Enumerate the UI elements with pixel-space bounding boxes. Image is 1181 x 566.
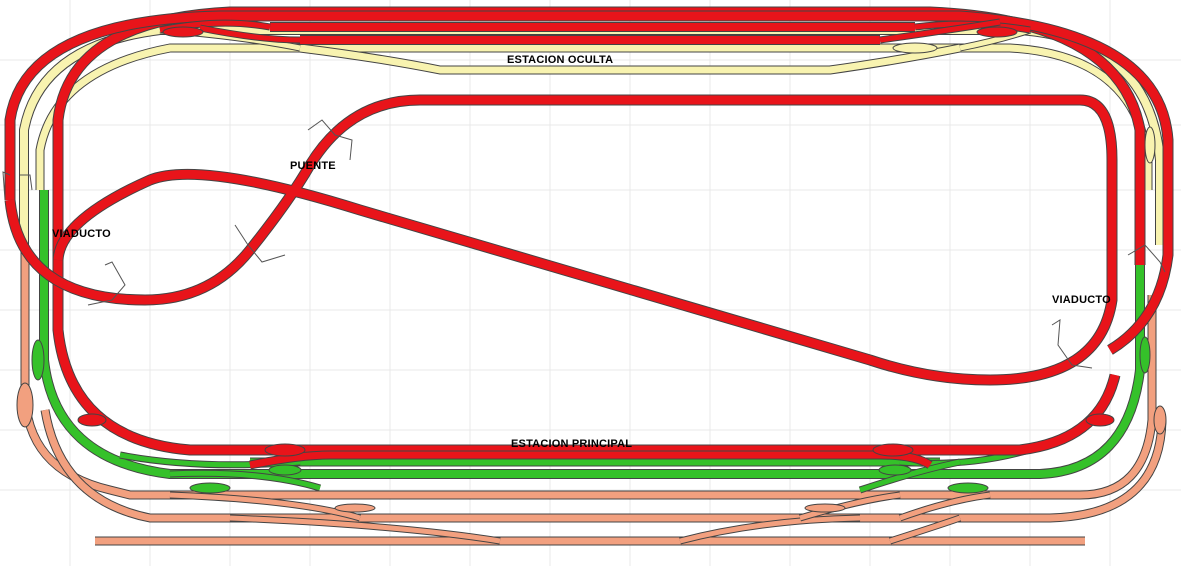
- red-main-station-tracks: [52, 260, 1121, 470]
- middle-level-tracks: [31, 190, 1151, 494]
- red-inner-loop: [4, 10, 1174, 355]
- upper-level-tracks: [4, 6, 1174, 470]
- green-station-track: [31, 336, 1151, 494]
- label-main-station: ESTACION PRINCIPAL: [511, 438, 632, 450]
- label-hidden-station: ESTACION OCULTA: [507, 54, 613, 66]
- label-viaduct-left: VIADUCTO: [52, 228, 111, 240]
- green-loop-track: [39, 190, 1145, 479]
- salmon-turnouts: [16, 382, 1167, 545]
- lower-level-tracks: [16, 245, 1167, 546]
- salmon-siding-1: [40, 409, 1167, 523]
- label-viaduct-right: VIADUCTO: [1052, 294, 1111, 306]
- viaduct-support-icons: [2, 119, 1166, 369]
- label-bridge: PUENTE: [290, 160, 336, 172]
- red-figure-eight-track: [4, 94, 1118, 386]
- red-hidden-station-tracks: [159, 18, 1031, 45]
- salmon-loop-track: [20, 245, 1157, 500]
